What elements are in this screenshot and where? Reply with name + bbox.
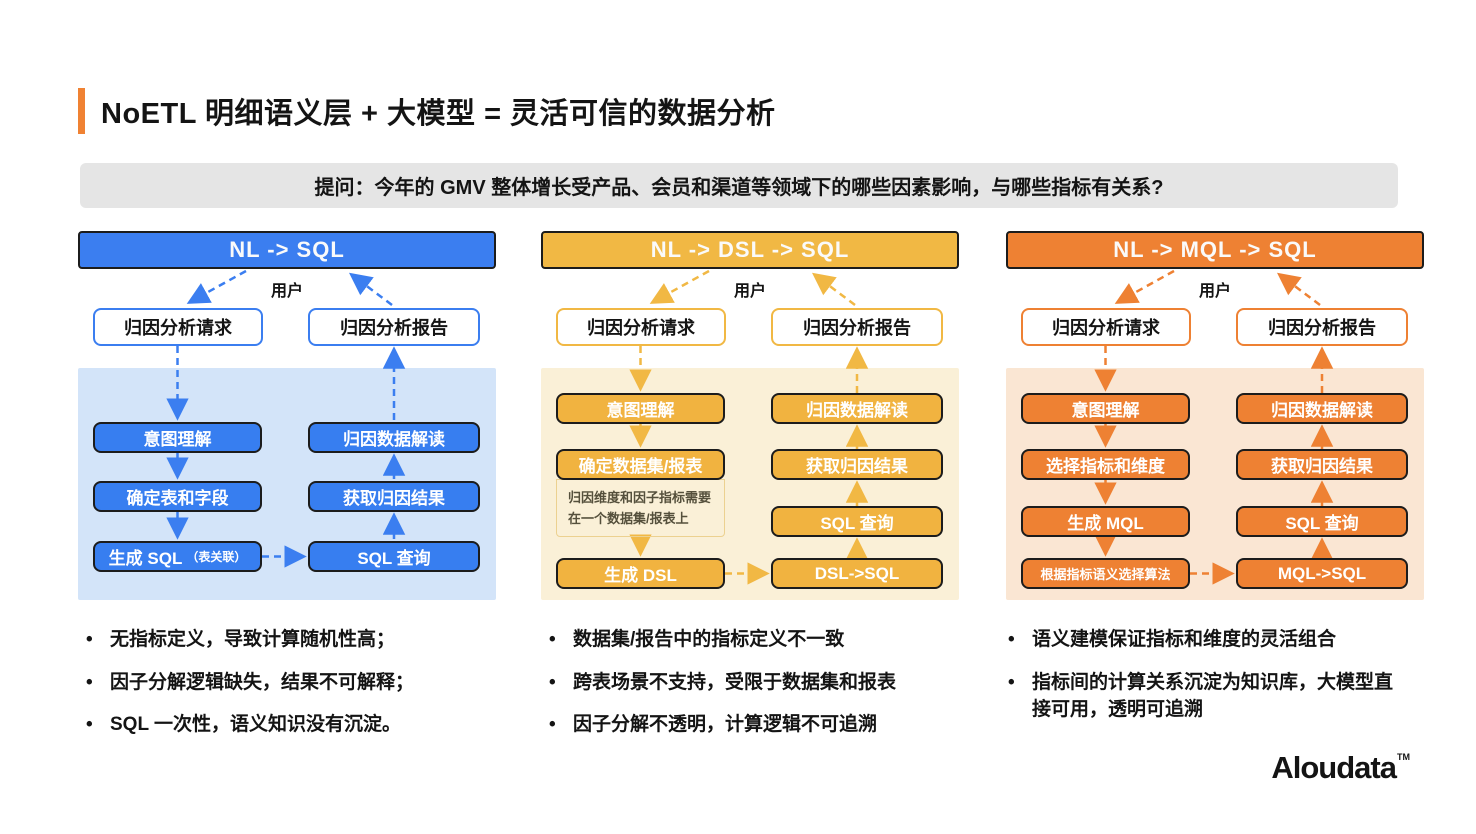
bullet-text: SQL 一次性，语义知识没有沉淀。 <box>110 714 401 736</box>
bullet-text: 无指标定义，导致计算随机性高； <box>110 629 396 650</box>
list-item: SQL 一次性，语义知识没有沉淀。 <box>86 711 516 739</box>
bullet-text: 指标间的计算关系沉淀为知识库，大模型直接可用，透明可追溯 <box>1032 671 1394 721</box>
bullet-text: 因子分解逻辑缺失，结果不可解释； <box>110 671 415 693</box>
list-item: 数据集/报告中的指标定义不一致 <box>549 626 979 654</box>
step-select-algorithm-by-semantics: 根据指标语义选择算法 <box>1021 558 1190 589</box>
approach-column-nl-dsl-sql: NL -> DSL -> SQL 用户 归因分析请求 <box>541 231 959 611</box>
logo-text: Aloudata <box>1271 750 1397 785</box>
list-item: 指标间的计算关系沉淀为知识库，大模型直接可用，透明可追溯 <box>1008 669 1404 724</box>
bullet-icon <box>1008 626 1032 654</box>
bullet-icon <box>549 669 573 697</box>
bullet-text: 语义建模保证指标和维度的灵活组合 <box>1032 629 1337 650</box>
drawbacks-list-nl-sql: 无指标定义，导致计算随机性高； 因子分解逻辑缺失，结果不可解释； SQL 一次性… <box>86 626 516 754</box>
title-accent-bar <box>78 88 85 134</box>
step-attribution-data-interpretation: 归因数据解读 <box>1236 393 1408 424</box>
step-generate-sql-label: 生成 SQL <box>108 549 183 568</box>
step-determine-dataset-report: 确定数据集/报表 <box>556 449 725 480</box>
user-label: 用户 <box>1198 283 1231 300</box>
drawbacks-list-nl-dsl-sql: 数据集/报告中的指标定义不一致 跨表场景不支持，受限于数据集和报表 因子分解不透… <box>549 626 979 754</box>
bullet-text: 数据集/报告中的指标定义不一致 <box>573 629 845 650</box>
question-banner: 提问：今年的 GMV 整体增长受产品、会员和渠道等领域下的哪些因素影响，与哪些指… <box>80 163 1398 208</box>
dataset-constraint-note: 归因维度和因子指标需要 在一个数据集/报表上 <box>556 479 725 537</box>
approach-header-nl-mql-sql: NL -> MQL -> SQL <box>1006 231 1424 269</box>
note-line-1: 归因维度和因子指标需要 <box>568 489 712 505</box>
step-sql-query: SQL 查询 <box>308 541 480 572</box>
step-mql-to-sql: MQL->SQL <box>1236 558 1408 589</box>
step-intent-understanding: 意图理解 <box>1021 393 1190 424</box>
bullet-text: 跨表场景不支持，受限于数据集和报表 <box>573 671 897 693</box>
step-generate-sql-suffix: （表关联） <box>186 550 247 564</box>
step-generate-dsl: 生成 DSL <box>556 558 725 589</box>
step-attribution-data-interpretation: 归因数据解读 <box>771 393 943 424</box>
approach-column-nl-mql-sql: NL -> MQL -> SQL 用户 归 <box>1006 231 1424 611</box>
bullet-icon <box>549 711 573 739</box>
step-sql-query: SQL 查询 <box>1236 506 1408 537</box>
bullet-icon <box>86 669 110 697</box>
report-box: 归因分析报告 <box>1236 308 1408 346</box>
user-label: 用户 <box>270 283 303 300</box>
report-box: 归因分析报告 <box>771 308 943 346</box>
step-determine-tables-fields: 确定表和字段 <box>93 481 262 512</box>
bullet-icon <box>86 711 110 739</box>
note-line-2: 在一个数据集/报表上 <box>568 511 689 526</box>
bullet-icon <box>549 626 573 654</box>
step-generate-sql: 生成 SQL （表关联） <box>93 541 262 572</box>
logo-trademark: TM <box>1397 752 1410 762</box>
benefits-list-nl-mql-sql: 语义建模保证指标和维度的灵活组合 指标间的计算关系沉淀为知识库，大模型直接可用，… <box>1008 626 1404 739</box>
list-item: 因子分解不透明，计算逻辑不可追溯 <box>549 711 979 739</box>
step-intent-understanding: 意图理解 <box>93 422 262 453</box>
list-item: 语义建模保证指标和维度的灵活组合 <box>1008 626 1404 654</box>
step-get-attribution-result: 获取归因结果 <box>308 481 480 512</box>
report-box: 归因分析报告 <box>308 308 480 346</box>
bullet-icon <box>86 626 110 654</box>
step-select-metrics-dimensions: 选择指标和维度 <box>1021 449 1190 480</box>
request-box: 归因分析请求 <box>1021 308 1191 346</box>
step-sql-query: SQL 查询 <box>771 506 943 537</box>
bullet-icon <box>1008 669 1032 724</box>
step-intent-understanding: 意图理解 <box>556 393 725 424</box>
title-block: NoETL 明细语义层 + 大模型 = 灵活可信的数据分析 <box>78 88 776 134</box>
approach-header-nl-dsl-sql: NL -> DSL -> SQL <box>541 231 959 269</box>
step-dsl-to-sql: DSL->SQL <box>771 558 943 589</box>
approach-header-nl-sql: NL -> SQL <box>78 231 496 269</box>
list-item: 无指标定义，导致计算随机性高； <box>86 626 516 654</box>
request-box: 归因分析请求 <box>93 308 263 346</box>
list-item: 因子分解逻辑缺失，结果不可解释； <box>86 669 516 697</box>
list-item: 跨表场景不支持，受限于数据集和报表 <box>549 669 979 697</box>
step-get-attribution-result: 获取归因结果 <box>1236 449 1408 480</box>
step-generate-mql: 生成 MQL <box>1021 506 1190 537</box>
page-title: NoETL 明细语义层 + 大模型 = 灵活可信的数据分析 <box>101 98 776 130</box>
request-box: 归因分析请求 <box>556 308 726 346</box>
user-label: 用户 <box>733 283 766 300</box>
aloudata-logo: Aloudata TM <box>1271 750 1410 786</box>
approach-column-nl-sql: NL -> SQL 用户 归因分析请求 归因分析报告 意图理解 <box>78 231 496 611</box>
step-get-attribution-result: 获取归因结果 <box>771 449 943 480</box>
bullet-text: 因子分解不透明，计算逻辑不可追溯 <box>573 714 878 736</box>
step-attribution-data-interpretation: 归因数据解读 <box>308 422 480 453</box>
